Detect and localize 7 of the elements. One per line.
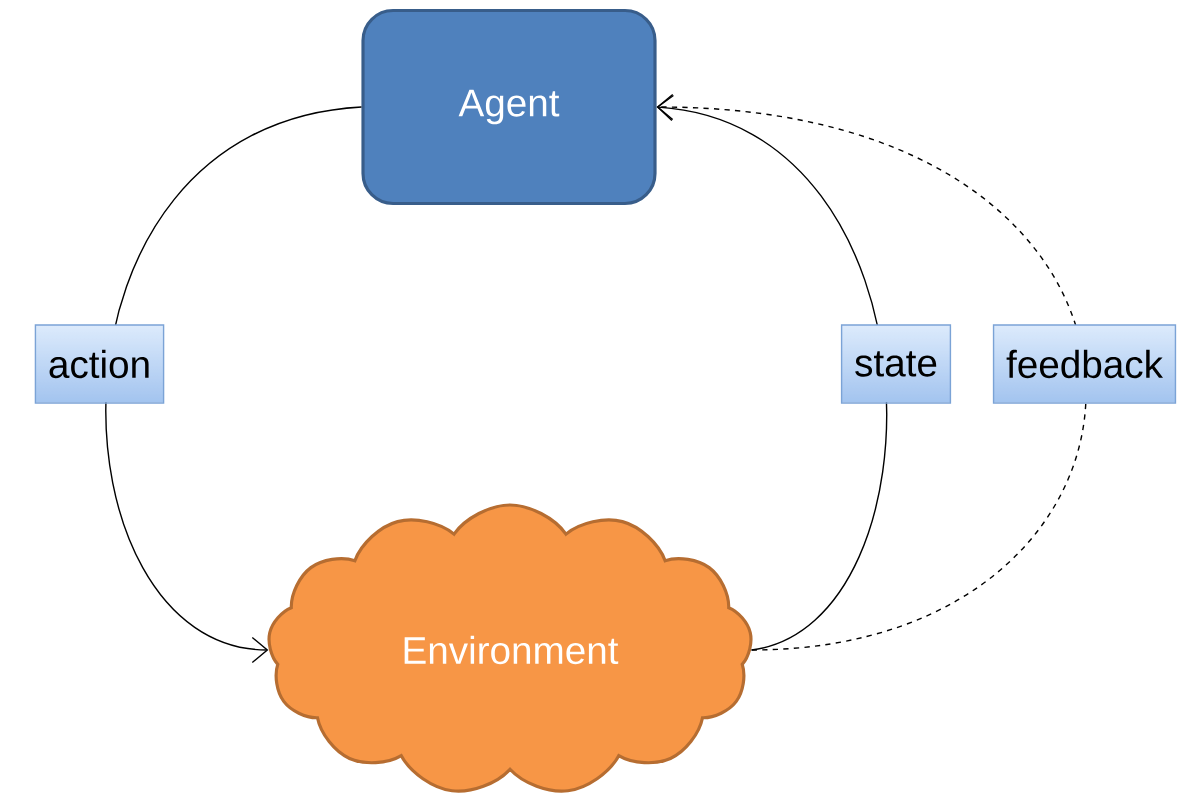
- agent-box: Agent: [361, 8, 657, 206]
- edge-label: action: [34, 324, 165, 404]
- edge-label: state: [840, 324, 952, 404]
- edge-label: feedback: [992, 324, 1177, 404]
- arrow: [105, 106, 363, 664]
- arrow: [656, 94, 887, 651]
- arrow: [656, 93, 1087, 651]
